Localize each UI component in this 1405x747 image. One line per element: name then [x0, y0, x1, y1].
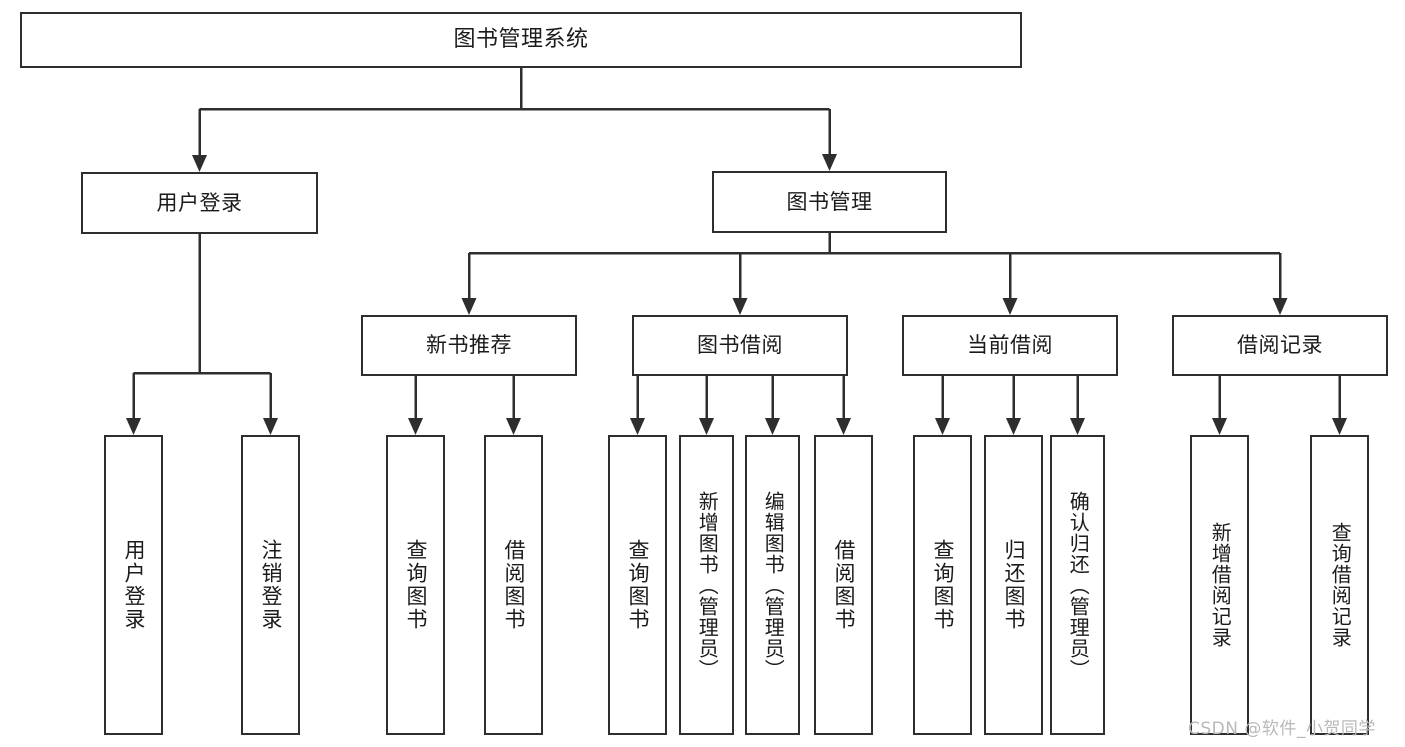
- node-label: 借阅图书: [501, 539, 526, 631]
- node-label: 用户登录: [156, 190, 243, 215]
- node-label: 确认归还（管理员）: [1066, 490, 1091, 680]
- node-label: 新增图书（管理员）: [695, 490, 720, 680]
- node-label: 注销登录: [258, 539, 283, 631]
- node-label: 查询图书: [625, 539, 650, 631]
- node-label: 查询借阅记录: [1328, 522, 1353, 648]
- node-label: 当前借阅: [967, 333, 1053, 358]
- node-leaf-query-book-2[interactable]: 查询图书: [608, 435, 667, 735]
- node-label: 用户登录: [121, 539, 146, 631]
- node-borrow-record[interactable]: 借阅记录: [1172, 315, 1388, 376]
- node-leaf-add-record[interactable]: 新增借阅记录: [1190, 435, 1249, 735]
- node-label: 图书借阅: [697, 333, 783, 358]
- node-leaf-query-book-3[interactable]: 查询图书: [913, 435, 972, 735]
- watermark-text: CSDN @软件_小贺同学: [1188, 719, 1376, 739]
- node-leaf-borrow-book-1[interactable]: 借阅图书: [484, 435, 543, 735]
- node-leaf-user-logout[interactable]: 注销登录: [241, 435, 300, 735]
- node-leaf-add-book[interactable]: 新增图书（管理员）: [679, 435, 734, 735]
- node-label: 借阅图书: [831, 539, 856, 631]
- node-label: 图书管理系统: [453, 27, 589, 53]
- node-book-borrow[interactable]: 图书借阅: [632, 315, 848, 376]
- node-label: 编辑图书（管理员）: [761, 490, 786, 680]
- node-leaf-return-book[interactable]: 归还图书: [984, 435, 1043, 735]
- node-root[interactable]: 图书管理系统: [20, 12, 1022, 68]
- node-current-borrow[interactable]: 当前借阅: [902, 315, 1118, 376]
- node-new-book-rec[interactable]: 新书推荐: [361, 315, 577, 376]
- node-label: 图书管理: [786, 189, 873, 214]
- node-label: 新书推荐: [426, 333, 512, 358]
- node-label: 查询图书: [930, 539, 955, 631]
- node-leaf-user-login[interactable]: 用户登录: [104, 435, 163, 735]
- node-label: 借阅记录: [1237, 333, 1323, 358]
- node-label: 查询图书: [403, 539, 428, 631]
- node-user-login[interactable]: 用户登录: [81, 172, 318, 234]
- node-book-manage[interactable]: 图书管理: [712, 171, 947, 233]
- node-leaf-confirm-ret[interactable]: 确认归还（管理员）: [1050, 435, 1105, 735]
- node-label: 归还图书: [1001, 539, 1026, 631]
- node-label: 新增借阅记录: [1208, 522, 1233, 648]
- node-leaf-edit-book[interactable]: 编辑图书（管理员）: [745, 435, 800, 735]
- node-leaf-borrow-book-2[interactable]: 借阅图书: [814, 435, 873, 735]
- node-leaf-query-book-1[interactable]: 查询图书: [386, 435, 445, 735]
- node-leaf-query-record[interactable]: 查询借阅记录: [1310, 435, 1369, 735]
